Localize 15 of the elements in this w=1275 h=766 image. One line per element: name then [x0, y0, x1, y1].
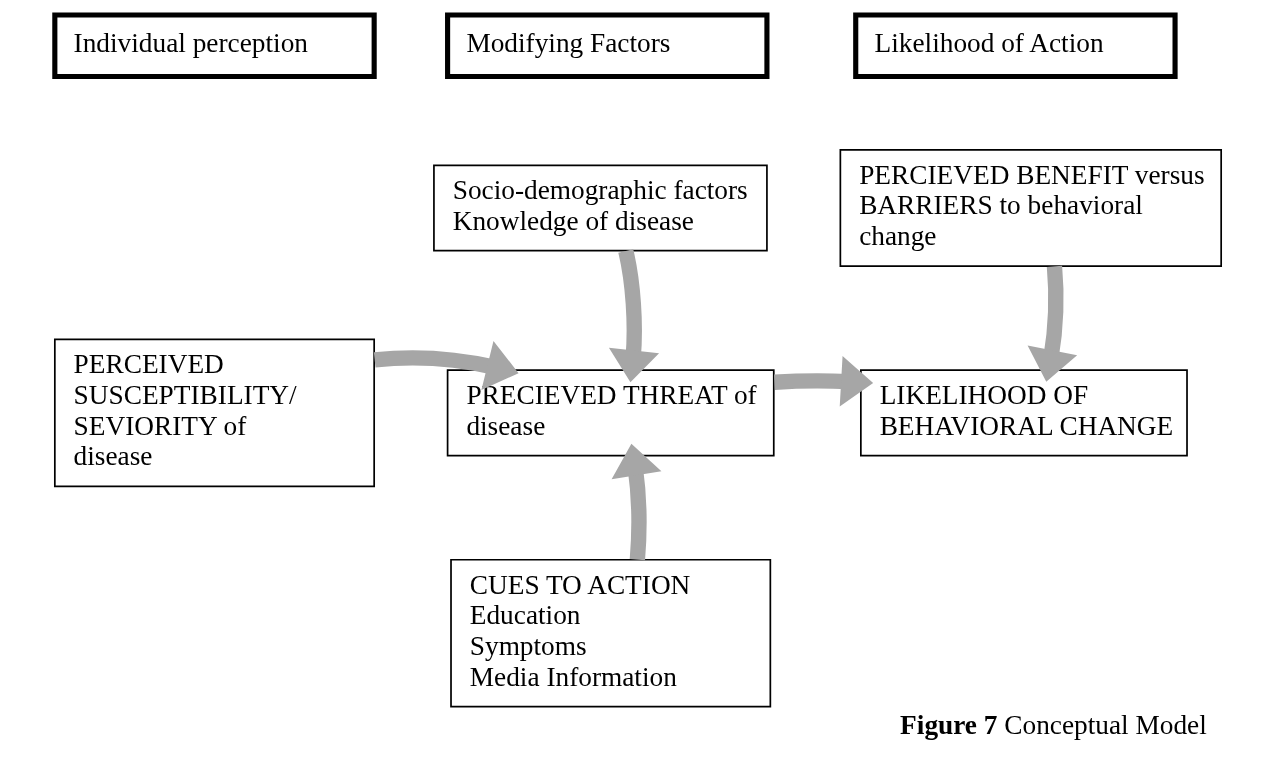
node-box: CUES TO ACTION Education Symptoms Media Information	[449, 558, 771, 708]
node-box: Individual perception	[51, 12, 377, 80]
node-box: PERCIEVED BENEFIT versus BARRIERS to behavioral change	[839, 149, 1222, 267]
node-box: PRECIEVED THREAT of disease	[446, 369, 775, 457]
arrow	[608, 249, 659, 383]
caption: Figure 7 Conceptual Model	[899, 709, 1207, 740]
node-box: Socio-demographic factors Knowledge of disease	[432, 164, 768, 252]
node-box: Likelihood of Action	[852, 12, 1178, 80]
arrow	[611, 443, 661, 561]
node-box: LIKELIHOOD OF BEHAVIORAL CHANGE	[859, 369, 1188, 457]
node-box: PERCEIVED SUSCEPTIBILITY/ SEVIORITY of disease	[53, 338, 375, 488]
arrow	[373, 341, 519, 390]
arrow	[773, 355, 873, 407]
arrow	[1027, 265, 1077, 382]
node-box: Modifying Factors	[444, 12, 769, 80]
